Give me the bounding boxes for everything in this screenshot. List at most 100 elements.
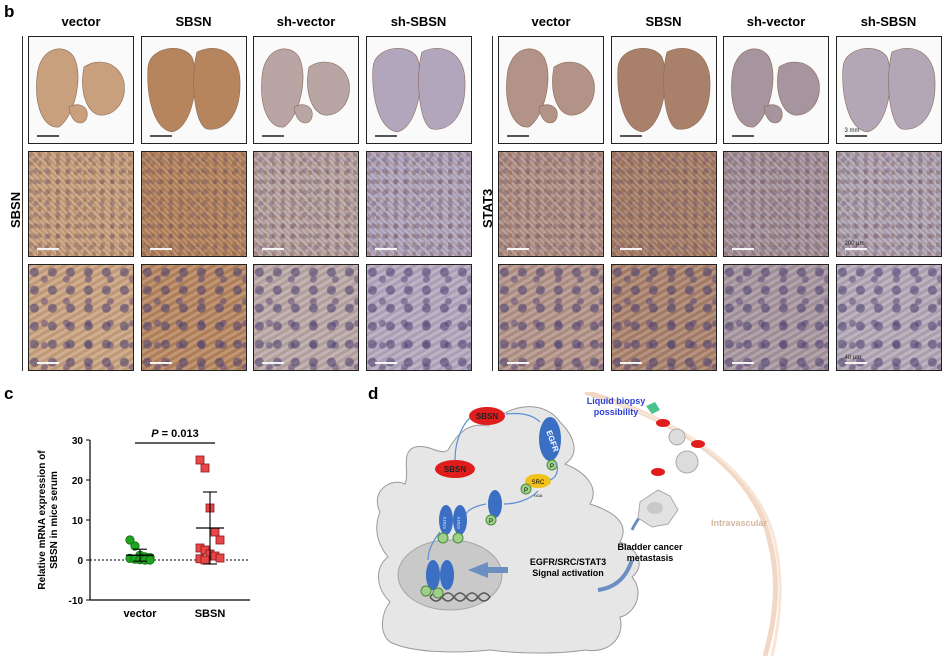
sbsn-circulating <box>656 419 670 427</box>
tissue-section <box>417 47 465 130</box>
tissue-section <box>68 104 88 124</box>
scale-bar <box>619 135 642 137</box>
ihc-image-high: 40 µm <box>835 264 942 371</box>
y-tick-label: 0 <box>77 556 83 567</box>
activation-arrow <box>468 562 508 578</box>
tissue-section <box>887 47 935 130</box>
row-label-sbsn: SBSN <box>8 191 23 228</box>
src-label: SRC <box>532 480 545 486</box>
scale-bar-label: 200 µm <box>844 241 865 247</box>
vessel-wall-arc-inner <box>607 398 782 656</box>
ihc-image-high <box>365 264 472 371</box>
phospho-stat3 <box>485 514 497 526</box>
tissue-section <box>307 61 350 116</box>
scale-bar-label: 3 mm <box>844 128 860 134</box>
phospho-stat3 <box>452 532 464 544</box>
tissue-section <box>506 48 549 128</box>
stat3-label: STAT3 <box>442 516 447 529</box>
scale-bar <box>507 248 529 250</box>
src-kinase <box>525 474 551 488</box>
ihc-image-mid <box>28 151 134 257</box>
ihc-image-high <box>498 264 604 371</box>
scale-bar <box>37 362 59 364</box>
column-header: sh-vector <box>746 14 806 29</box>
tissue-section <box>777 61 820 116</box>
data-point <box>210 527 220 537</box>
sbsn-intracellular-oval <box>435 460 475 478</box>
ihc-image-overview <box>498 36 604 144</box>
metastatic-cell-nucleus <box>647 502 663 514</box>
group-divider <box>492 36 493 371</box>
tissue-section <box>293 104 313 124</box>
panel-b-letter: b <box>4 2 15 21</box>
intravascular-label: Intravascular <box>711 518 768 528</box>
ihc-image-mid <box>140 151 247 257</box>
phospho-src <box>520 483 532 495</box>
ihc-image-high <box>140 264 247 371</box>
biopsy-tube-icon <box>646 402 660 414</box>
scale-bar <box>732 362 754 364</box>
y-tick-label: 20 <box>72 476 84 487</box>
ihc-image-overview <box>723 36 829 144</box>
tissue-section <box>538 104 558 124</box>
tissue-section <box>371 48 421 133</box>
x-tick-label: SBSN <box>195 608 226 620</box>
scale-bar <box>149 248 172 250</box>
data-point <box>145 555 155 565</box>
y416-label: Y416 <box>533 493 543 498</box>
y-axis-label: Relative mRNA expression ofSBSN in mice … <box>37 450 60 590</box>
panel-d-letter: d <box>368 384 379 403</box>
column-header: sh-SBSN <box>860 14 917 29</box>
stat3-dimer-right <box>453 505 467 535</box>
tissue-section <box>261 48 304 128</box>
scale-bar <box>37 135 59 137</box>
column-header: SBSN <box>175 14 212 29</box>
data-point <box>215 535 225 545</box>
stat3-label: STAT3 <box>456 516 461 529</box>
ihc-image-overview <box>28 36 134 144</box>
column-header: SBSN <box>645 14 682 29</box>
tissue-section <box>841 48 891 133</box>
sbsn-circulating <box>651 468 665 476</box>
stat3-nuclear-left <box>426 560 440 590</box>
x-tick-label: vector <box>123 608 157 620</box>
ihc-image-mid <box>610 151 717 257</box>
ihc-image-mid <box>498 151 604 257</box>
p-value-annotation: P = 0.013 <box>151 428 198 440</box>
ihc-image-high <box>28 264 134 371</box>
tissue-section <box>146 48 196 133</box>
phospho-label: P <box>489 519 493 525</box>
sbsn-circulating <box>691 440 705 448</box>
scale-bar <box>262 362 284 364</box>
scale-bar <box>732 248 754 250</box>
data-point <box>195 455 205 465</box>
scale-bar <box>732 135 754 137</box>
phospho-stat3 <box>420 585 432 597</box>
scale-bar <box>374 362 397 364</box>
cancer-cell <box>376 406 640 654</box>
tissue-section <box>192 47 240 130</box>
ihc-image-mid <box>365 151 472 257</box>
y-tick-label: -10 <box>69 596 84 607</box>
circulating-cell <box>668 428 686 446</box>
phospho-label: P <box>550 464 554 470</box>
ihc-image-high <box>610 264 717 371</box>
ihc-image-overview <box>140 36 247 144</box>
ihc-image-mid: 200 µm <box>835 151 942 257</box>
ihc-image-high <box>723 264 829 371</box>
phospho-label: P <box>524 488 528 494</box>
tissue-section <box>552 61 595 116</box>
tissue-section <box>616 48 666 133</box>
y-tick-label: 10 <box>72 516 84 527</box>
scale-bar <box>844 362 867 364</box>
phospho-stat3 <box>432 587 444 599</box>
data-point <box>215 553 225 563</box>
data-point <box>130 541 140 551</box>
column-header: sh-vector <box>276 14 336 29</box>
y-tick-label: 30 <box>72 436 84 447</box>
ihc-image-overview <box>610 36 717 144</box>
scale-bar <box>149 135 172 137</box>
ihc-image-overview <box>253 36 359 144</box>
